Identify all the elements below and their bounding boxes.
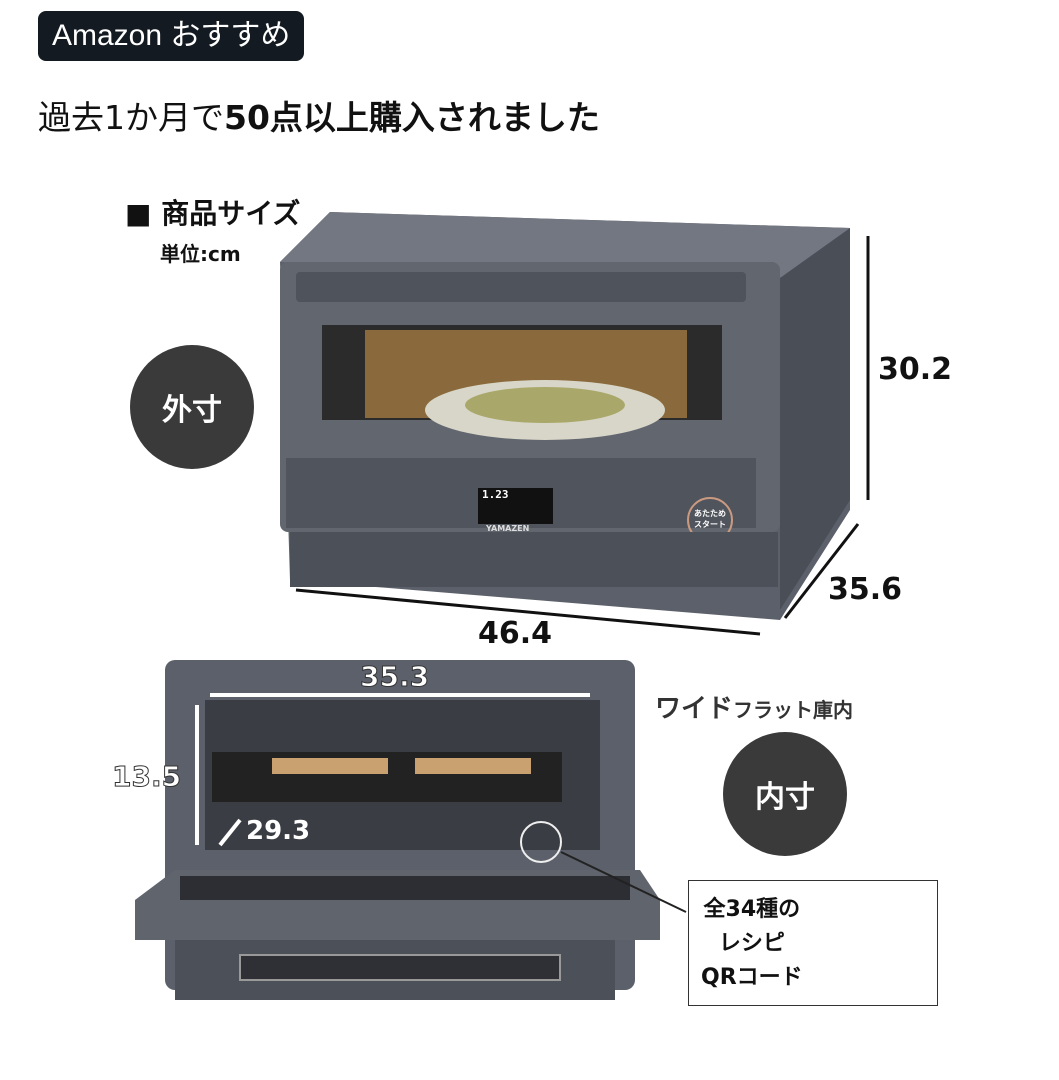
depth-dimension: 35.6: [828, 572, 903, 607]
microwave-illustration: [135, 212, 924, 1000]
product-image[interactable]: ■ 商品サイズ 単位:cm 外寸 30.2 35.6 46.4 1.23 YAM…: [0, 180, 1059, 1020]
wide-flat-feature: ワイドフラット庫内: [655, 688, 853, 725]
qr-line: QRコード: [701, 965, 803, 990]
brand-logo: YAMAZEN: [486, 524, 530, 533]
size-section-title: ■ 商品サイズ: [125, 197, 301, 230]
inner-depth-dimension: 29.3: [246, 816, 311, 846]
inner-height-dimension: 13.5: [111, 760, 182, 794]
headline-prefix: 過去1か月で: [38, 98, 224, 137]
feature-bold: ワイド: [655, 694, 734, 724]
inner-width-dimension: 35.3: [359, 660, 430, 694]
recipe-qr-box: 全34種の レシピ QRコード: [688, 880, 938, 1006]
feature-rest: フラット庫内: [733, 698, 854, 722]
unit-label: 単位:cm: [160, 242, 241, 266]
display-readout: 1.23: [482, 488, 509, 501]
inner-size-badge: 内寸: [723, 732, 847, 856]
qr-line: レシピ: [718, 931, 785, 956]
height-dimension: 30.2: [878, 352, 953, 387]
qr-line: 全34種の: [703, 897, 801, 922]
purchase-count-text: 過去1か月で50点以上購入されました: [38, 96, 600, 140]
qr-caption: 全34種の レシピ QRコード: [701, 893, 803, 995]
width-dimension: 46.4: [478, 616, 553, 651]
amazon-recommended-badge: Amazon おすすめ: [38, 11, 305, 61]
warm-start-button-label: あたため スタート: [694, 509, 726, 529]
headline-emphasis: 50点以上購入されました: [224, 98, 600, 137]
outer-size-badge: 外寸: [130, 345, 254, 469]
